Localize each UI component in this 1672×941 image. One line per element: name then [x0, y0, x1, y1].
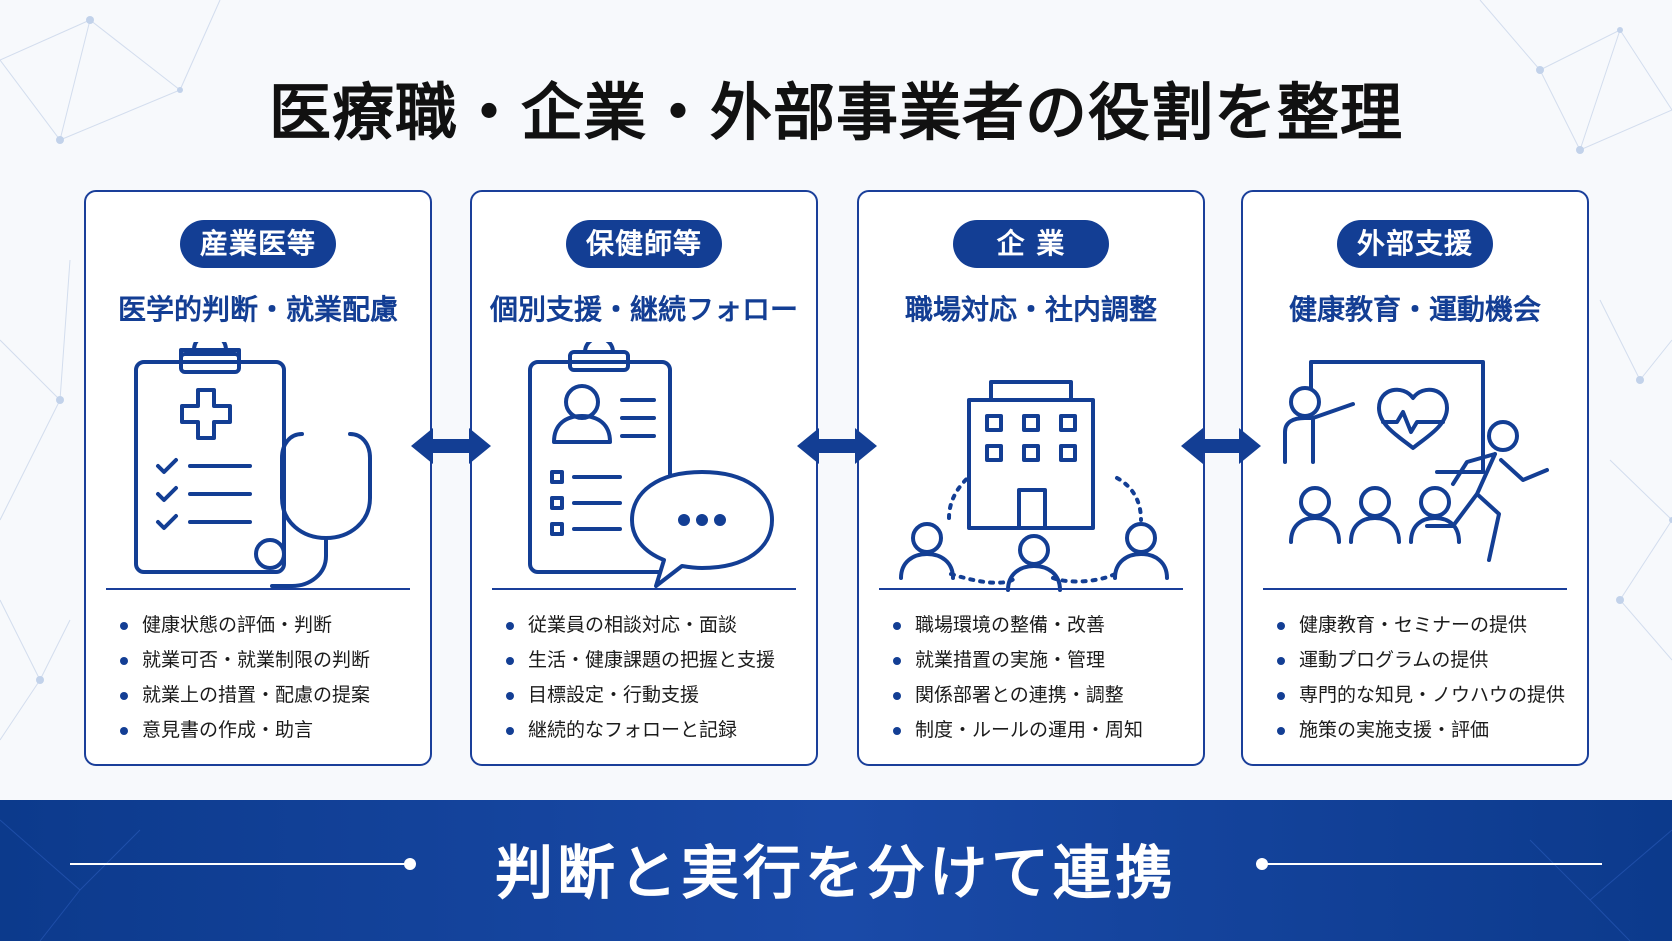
list-item: 目標設定・行動支援 — [502, 678, 775, 713]
clipboard-stethoscope-icon — [134, 342, 372, 588]
seminar-runner-icon — [1283, 360, 1549, 562]
list-item: 健康教育・セミナーの提供 — [1273, 608, 1565, 643]
role-tag: 産業医等 — [180, 220, 336, 268]
list-item: 運動プログラムの提供 — [1273, 643, 1565, 678]
list-item: 制度・ルールの運用・周知 — [889, 713, 1143, 748]
role-tag: 外部支援 — [1337, 220, 1493, 268]
divider — [106, 588, 410, 590]
role-tag: 企 業 — [953, 220, 1109, 268]
role-card-hokenshi: 保健師等 個別支援・継続フォロー 従業員の相談対応・面談 生活・健康課題の把握と… — [470, 190, 818, 766]
list-item: 継続的なフォローと記録 — [502, 713, 775, 748]
banner-right-line — [1262, 863, 1602, 865]
list-item: 生活・健康課題の把握と支援 — [502, 643, 775, 678]
list-item: 関係部署との連携・調整 — [889, 678, 1143, 713]
role-bullets: 健康状態の評価・判断 就業可否・就業制限の判断 就業上の措置・配慮の提案 意見書… — [116, 608, 370, 748]
double-arrow-icon — [411, 428, 491, 464]
list-item: 就業可否・就業制限の判断 — [116, 643, 370, 678]
role-card-gaibu: 外部支援 健康教育・運動機会 健康教育・セミナーの提供 運動プログラムの提供 専… — [1241, 190, 1589, 766]
office-building-people-icon — [899, 380, 1169, 592]
list-item: 専門的な知見・ノウハウの提供 — [1273, 678, 1565, 713]
divider — [1263, 588, 1567, 590]
bottom-banner: 判断と実行を分けて連携 — [0, 800, 1672, 941]
role-subtitle: 職場対応・社内調整 — [904, 293, 1157, 326]
list-item: 職場環境の整備・改善 — [889, 608, 1143, 643]
role-bullets: 職場環境の整備・改善 就業措置の実施・管理 関係部署との連携・調整 制度・ルール… — [889, 608, 1143, 748]
list-item: 意見書の作成・助言 — [116, 713, 370, 748]
banner-pattern — [0, 819, 1672, 941]
banner-left-dot — [404, 858, 416, 870]
list-item: 従業員の相談対応・面談 — [502, 608, 775, 643]
role-subtitle: 個別支援・継続フォロー — [489, 293, 798, 326]
profile-chat-icon — [528, 342, 774, 588]
role-card-kigyo: 企 業 職場対応・社内調整 職場環境の整備・改善 就業措置の実施・管理 関係部署… — [857, 190, 1205, 766]
list-item: 就業措置の実施・管理 — [889, 643, 1143, 678]
role-tag: 保健師等 — [566, 220, 722, 268]
role-bullets: 従業員の相談対応・面談 生活・健康課題の把握と支援 目標設定・行動支援 継続的な… — [502, 608, 775, 748]
banner-left-line — [70, 863, 410, 865]
banner-text: 判断と実行を分けて連携 — [494, 839, 1177, 907]
divider — [879, 588, 1183, 590]
page-title: 医療職・企業・外部事業者の役割を整理 — [268, 76, 1403, 149]
divider — [492, 588, 796, 590]
role-subtitle: 健康教育・運動機会 — [1288, 293, 1541, 326]
double-arrow-icon — [797, 428, 877, 464]
role-subtitle: 医学的判断・就業配慮 — [117, 293, 398, 326]
double-arrow-icon — [1181, 428, 1261, 464]
list-item: 就業上の措置・配慮の提案 — [116, 678, 370, 713]
role-card-sangyoui: 産業医等 医学的判断・就業配慮 健康状態の評価・判断 就業可否・就業制限の判断 … — [84, 190, 432, 766]
list-item: 施策の実施支援・評価 — [1273, 713, 1565, 748]
role-bullets: 健康教育・セミナーの提供 運動プログラムの提供 専門的な知見・ノウハウの提供 施… — [1273, 608, 1565, 748]
list-item: 健康状態の評価・判断 — [116, 608, 370, 643]
